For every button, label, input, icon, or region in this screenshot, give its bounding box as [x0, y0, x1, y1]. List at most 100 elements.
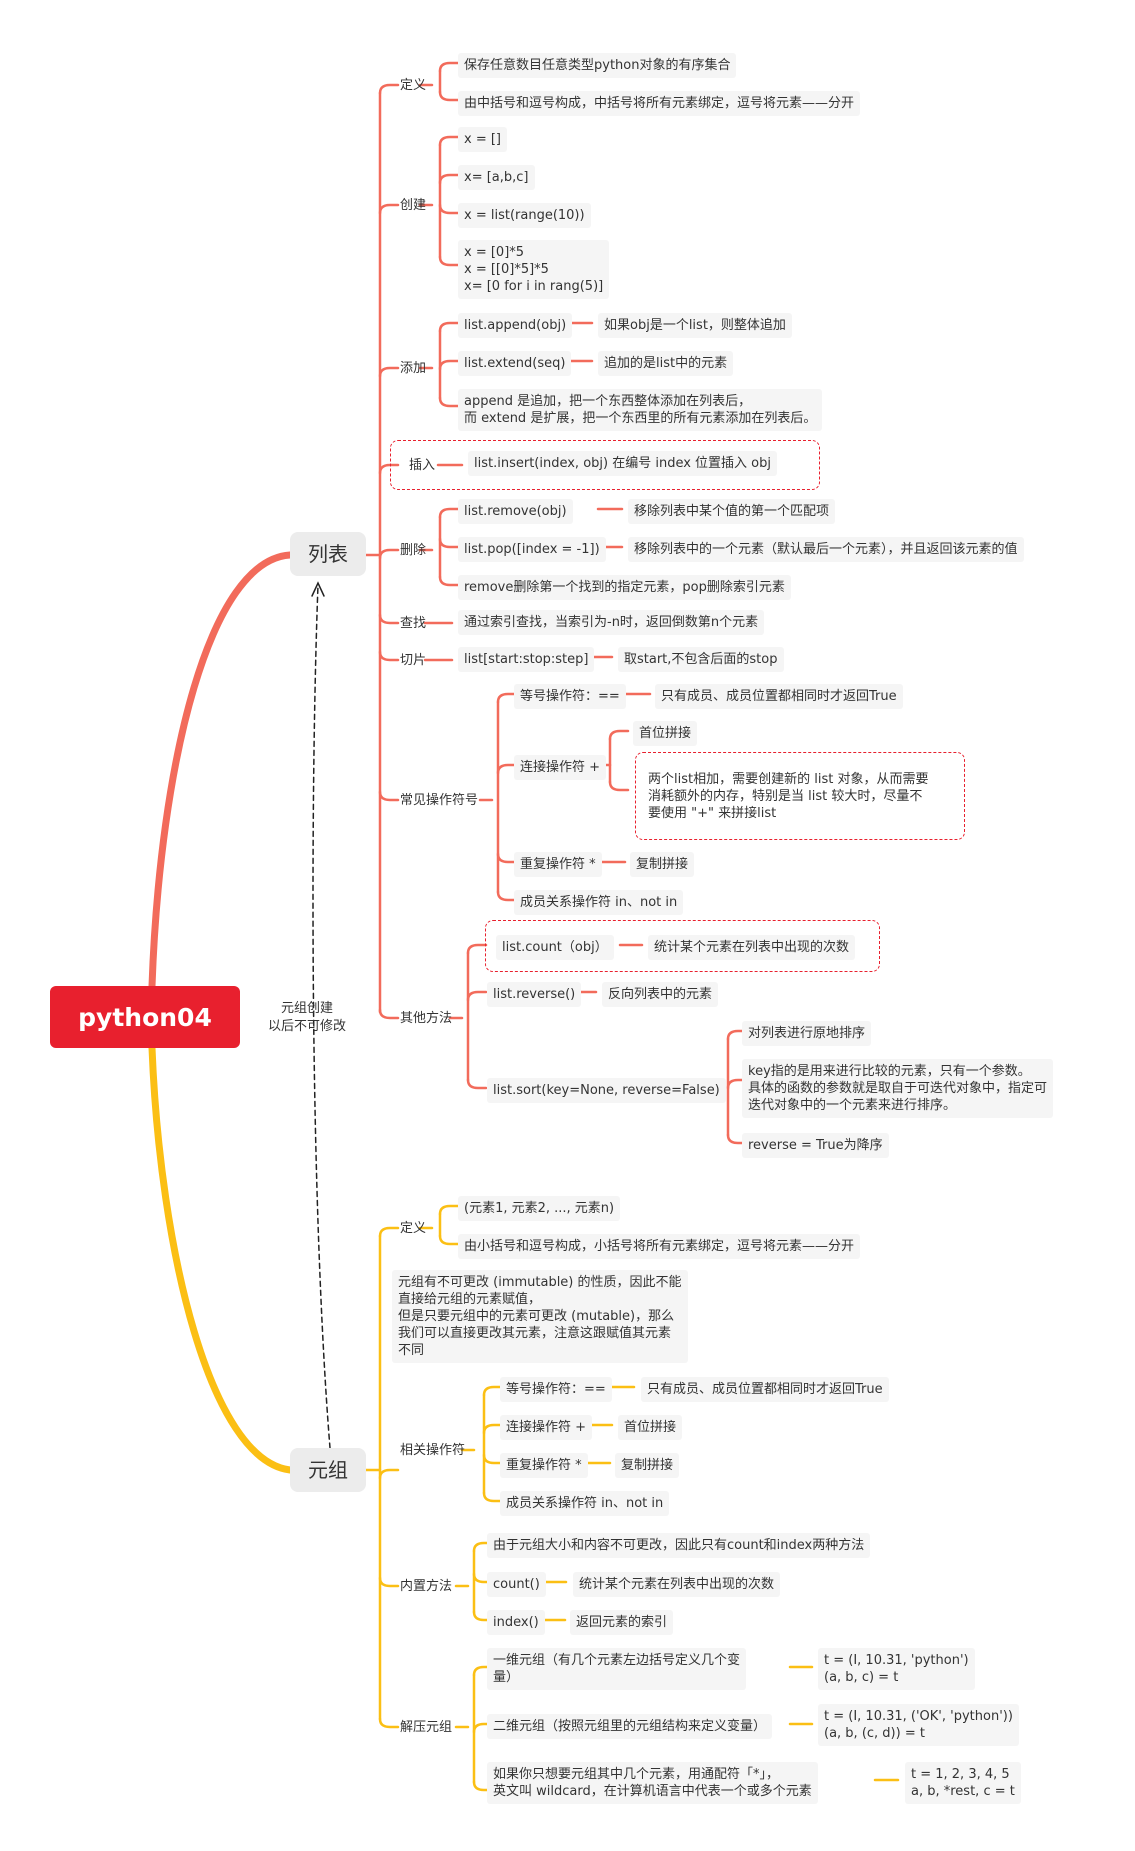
list-op-eq: 等号操作符：==: [514, 684, 626, 709]
tuple-def-item-1: (元素1, 元素2, ..., 元素n): [458, 1196, 621, 1221]
list-ops-label: 常见操作符号: [400, 793, 479, 808]
list-reverse: list.reverse(): [487, 982, 582, 1007]
tuple-op-repeat-note: 复制拼接: [615, 1453, 680, 1478]
list-slice-item: list[start:stop:step]: [458, 647, 595, 672]
tuple-op-eq: 等号操作符：==: [500, 1377, 612, 1402]
list-op-member: 成员关系操作符 in、not in: [514, 890, 684, 915]
list-add-note: append 是追加，把一个东西整体添加在列表后， 而 extend 是扩展，把…: [458, 389, 823, 431]
add-tick-1: [438, 359, 460, 371]
root-to-tuple: [148, 1044, 294, 1474]
list-op-repeat-note: 复制拼接: [630, 852, 695, 877]
tdef-tick-1: [438, 1234, 460, 1246]
tuple-unpack-wild-code: t = 1, 2, 3, 4, 5 a, b, *rest, c = t: [905, 1762, 1021, 1804]
tuple-count-note: 统计某个元素在列表中出现的次数: [573, 1572, 781, 1597]
list-sort: list.sort(key=None, reverse=False): [487, 1078, 726, 1103]
tdef-tick-0: [438, 1204, 460, 1216]
list-def-item-2: 由中括号和逗号构成，中括号将所有元素绑定，逗号将元素——分开: [458, 91, 861, 116]
tuple-methods-label: 内置方法: [400, 1579, 453, 1594]
list-sort-note-1: 对列表进行原地排序: [742, 1021, 872, 1046]
tuple-ops-label: 相关操作符: [400, 1443, 466, 1458]
list-pop-note: 移除列表中的一个元素（默认最后一个元素），并且返回该元素的值: [628, 537, 1024, 562]
tuple-unpack-one-code: t = (I, 10.31, 'python') (a, b, c) = t: [818, 1648, 975, 1690]
list-op-concat: 连接操作符 +: [514, 755, 607, 780]
concat-highlight: [635, 752, 965, 840]
tuple-index: index(): [487, 1610, 545, 1635]
list-op-repeat: 重复操作符 *: [514, 852, 602, 877]
list-extend-note: 追加的是list中的元素: [598, 351, 734, 376]
list-create-item-4: x = [0]*5 x = [[0]*5]*5 x= [0 for i in r…: [458, 240, 610, 299]
root-to-list: [148, 551, 294, 990]
add-tick-2: [438, 396, 460, 408]
list-insert-item: list.insert(index, obj) 在编号 index 位置插入 o…: [468, 451, 777, 476]
list-topic: 列表: [290, 532, 366, 576]
add-tick-0: [438, 321, 460, 333]
list-create-item-3: x = list(range(10)): [458, 203, 591, 228]
tuple-count: count(): [487, 1572, 546, 1597]
list-slice-note: 取start,不包含后面的stop: [618, 647, 784, 672]
delete-tick-1: [438, 537, 460, 549]
list-slice-label: 切片: [400, 653, 427, 668]
tuple-op-member: 成员关系操作符 in、not in: [500, 1491, 670, 1516]
tuple-def-item-2: 由小括号和逗号构成，小括号将所有元素绑定，逗号将元素——分开: [458, 1234, 861, 1259]
delete-tick-2: [438, 575, 460, 587]
list-def-label: 定义: [400, 78, 427, 93]
tuple-unpack-two-code: t = (I, 10.31, ('OK', 'python')) (a, b, …: [818, 1704, 1019, 1746]
list-append: list.append(obj): [458, 313, 573, 338]
list-pop: list.pop([index = -1]): [458, 537, 606, 562]
list-count-note: 统计某个元素在列表中出现的次数: [648, 935, 856, 960]
list-sort-note-2: key指的是用来进行比较的元素，只有一个参数。 具体的函数的参数就是取自于可迭代…: [742, 1059, 1054, 1118]
tuple-op-repeat: 重复操作符 *: [500, 1453, 588, 1478]
other-tick-2: [466, 1078, 488, 1090]
tuple-unpack-one: 一维元组（有几个元素左边括号定义几个变 量）: [487, 1648, 747, 1690]
create-tick-2: [438, 203, 460, 215]
root-node: python04: [50, 986, 240, 1048]
concat-tick-0: [608, 729, 630, 741]
relation-label: 元组创建 以后不可修改: [268, 1001, 347, 1034]
list-create-item-2: x= [a,b,c]: [458, 165, 535, 190]
list-reverse-note: 反向列表中的元素: [602, 982, 719, 1007]
delete-tick-0: [438, 507, 460, 519]
tuple-op-concat: 连接操作符 +: [500, 1415, 593, 1440]
create-tick-0: [438, 135, 460, 147]
tuple-immutable-note: 元组有不可更改 (immutable) 的性质，因此不能 直接给元组的元素赋值，…: [392, 1270, 688, 1363]
insert-highlight: [390, 440, 820, 490]
list-extend: list.extend(seq): [458, 351, 572, 376]
other-tick-0: [466, 943, 488, 955]
tuple-unpack-two: 二维元组（按照元组里的元组结构来定义变量）: [487, 1714, 773, 1739]
tuple-unpack-label: 解压元组: [400, 1720, 453, 1735]
list-append-note: 如果obj是一个list，则整体追加: [598, 313, 792, 338]
def-tick-1: [438, 90, 460, 102]
list-find-item: 通过索引查找，当索引为-n时，返回倒数第n个元素: [458, 610, 765, 635]
list-create-item-1: x = []: [458, 127, 507, 152]
list-op-concat-note2: 两个list相加，需要创建新的 list 对象，从而需要 消耗额外的内存，特别是…: [648, 772, 929, 821]
list-remove-note: 移除列表中某个值的第一个匹配项: [628, 499, 836, 524]
tuple-unpack-wild: 如果你只想要元组其中几个元素，用通配符「*」， 英文叫 wildcard，在计算…: [487, 1762, 818, 1804]
list-op-concat-note1: 首位拼接: [633, 721, 698, 746]
tuple-methods-note: 由于元组大小和内容不可更改，因此只有count和index两种方法: [487, 1533, 871, 1558]
list-add-label: 添加: [400, 361, 427, 376]
def-tick-0: [438, 61, 460, 73]
list-op-eq-note: 只有成员、成员位置都相同时才返回True: [655, 684, 903, 709]
tuple-index-note: 返回元素的索引: [570, 1610, 674, 1635]
relation-arrowhead: [311, 581, 325, 597]
concat-tick-1: [608, 780, 630, 792]
list-count: list.count（obj）: [496, 935, 614, 960]
list-def-item-1: 保存任意数目任意类型python对象的有序集合: [458, 53, 737, 78]
other-tick-1: [466, 990, 488, 1002]
list-insert-label: 插入: [409, 458, 436, 473]
list-delete-note: remove删除第一个找到的指定元素，pop删除索引元素: [458, 575, 791, 600]
tuple-op-concat-note: 首位拼接: [618, 1415, 683, 1440]
create-tick-3: [438, 255, 460, 267]
list-remove: list.remove(obj): [458, 499, 573, 524]
list-find-label: 查找: [400, 616, 427, 631]
tuple-op-eq-note: 只有成员、成员位置都相同时才返回True: [641, 1377, 889, 1402]
tuple-topic: 元组: [290, 1448, 366, 1492]
list-sort-note-3: reverse = True为降序: [742, 1133, 889, 1158]
list-create-label: 创建: [400, 198, 427, 213]
tuple-spine-tick-1: [378, 1468, 400, 1480]
list-other-label: 其他方法: [400, 1011, 453, 1026]
tuple-def-label: 定义: [400, 1221, 427, 1236]
count-highlight: [485, 920, 880, 972]
create-tick-1: [438, 173, 460, 185]
list-delete-label: 删除: [400, 543, 427, 558]
